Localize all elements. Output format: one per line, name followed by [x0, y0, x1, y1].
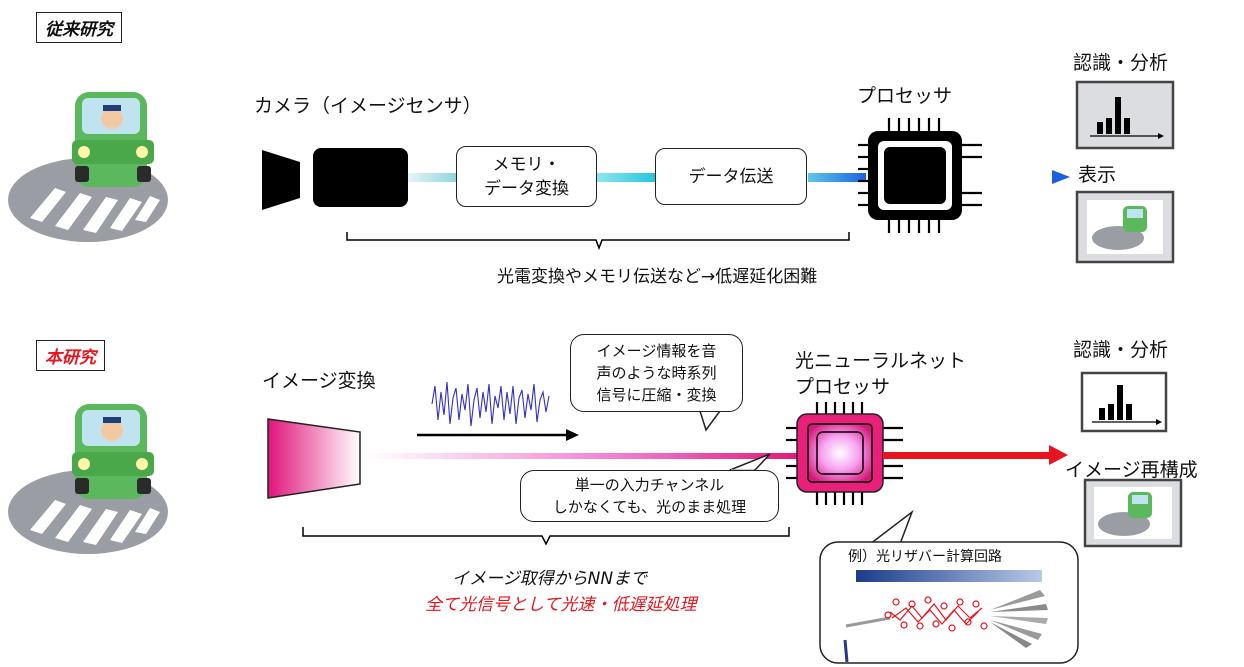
- reservoir-example-label: 例）光リザバー計算回路: [848, 549, 1002, 565]
- processor-label: プロセッサ: [857, 85, 953, 107]
- optical-nn-chip-icon: [786, 402, 903, 505]
- brace-caption-top: 光電変換やメモリ伝送など→低遅延化困難: [497, 267, 818, 287]
- memory-conversion-box: メモリ・ データ変換: [456, 146, 597, 207]
- camera-label: カメラ（イメージセンサ）: [254, 95, 482, 117]
- reservoir-bar: [856, 570, 1042, 582]
- time-series-callout: イメージ情報を音 声のような時系列 信号に圧縮・変換: [570, 334, 743, 412]
- brace-bottom: [302, 527, 790, 546]
- this-research-tag: 本研究: [36, 340, 105, 371]
- recognition-label-bottom: 認識・分析: [1073, 339, 1169, 361]
- histogram-icon-top: [1097, 97, 1130, 134]
- optical-signal-line: [368, 453, 798, 459]
- arrow-head-top: [1052, 170, 1070, 184]
- data-transfer-box: データ伝送: [655, 148, 807, 205]
- nn-caption-line1: イメージ取得からNNまで: [452, 569, 648, 589]
- recognition-label-top: 認識・分析: [1073, 52, 1169, 74]
- camera-lens-icon: [262, 150, 300, 210]
- display-label: 表示: [1078, 164, 1117, 186]
- time-series-waveform: [430, 380, 550, 428]
- camera-body-icon: [313, 148, 408, 207]
- car-crosswalk-illustration-bottom: [8, 404, 168, 554]
- reconstruct-label: イメージ再構成: [1065, 459, 1198, 481]
- waveform-arrow-head: [566, 429, 579, 441]
- single-channel-callout: 単一の入力チャンネル しかなくても、光のまま処理: [520, 470, 779, 522]
- signal-line-3: [808, 173, 866, 182]
- signal-line-2: [597, 173, 655, 182]
- processor-chip-icon: [858, 118, 982, 233]
- arrow-head-bottom: [1049, 445, 1068, 465]
- output-red-line: [883, 452, 1051, 459]
- car-crosswalk-illustration-top: [8, 92, 168, 242]
- image-converter-trapezoid: [267, 418, 361, 499]
- recognition-frame-bottom: [1080, 371, 1168, 433]
- signal-line-1: [408, 173, 456, 182]
- histogram-icon-bottom: [1099, 385, 1132, 420]
- nn-caption-line2: 全て光信号として光速・低遅延処理: [425, 595, 697, 615]
- recognition-frame-top: [1075, 80, 1175, 150]
- reservoir-circuit-icon: [843, 590, 1048, 663]
- image-convert-label: イメージ変換: [262, 370, 376, 392]
- conventional-research-tag: 従来研究: [36, 12, 122, 43]
- optical-nn-processor-label: 光ニューラルネット プロセッサ: [795, 350, 967, 398]
- brace-top: [346, 232, 850, 251]
